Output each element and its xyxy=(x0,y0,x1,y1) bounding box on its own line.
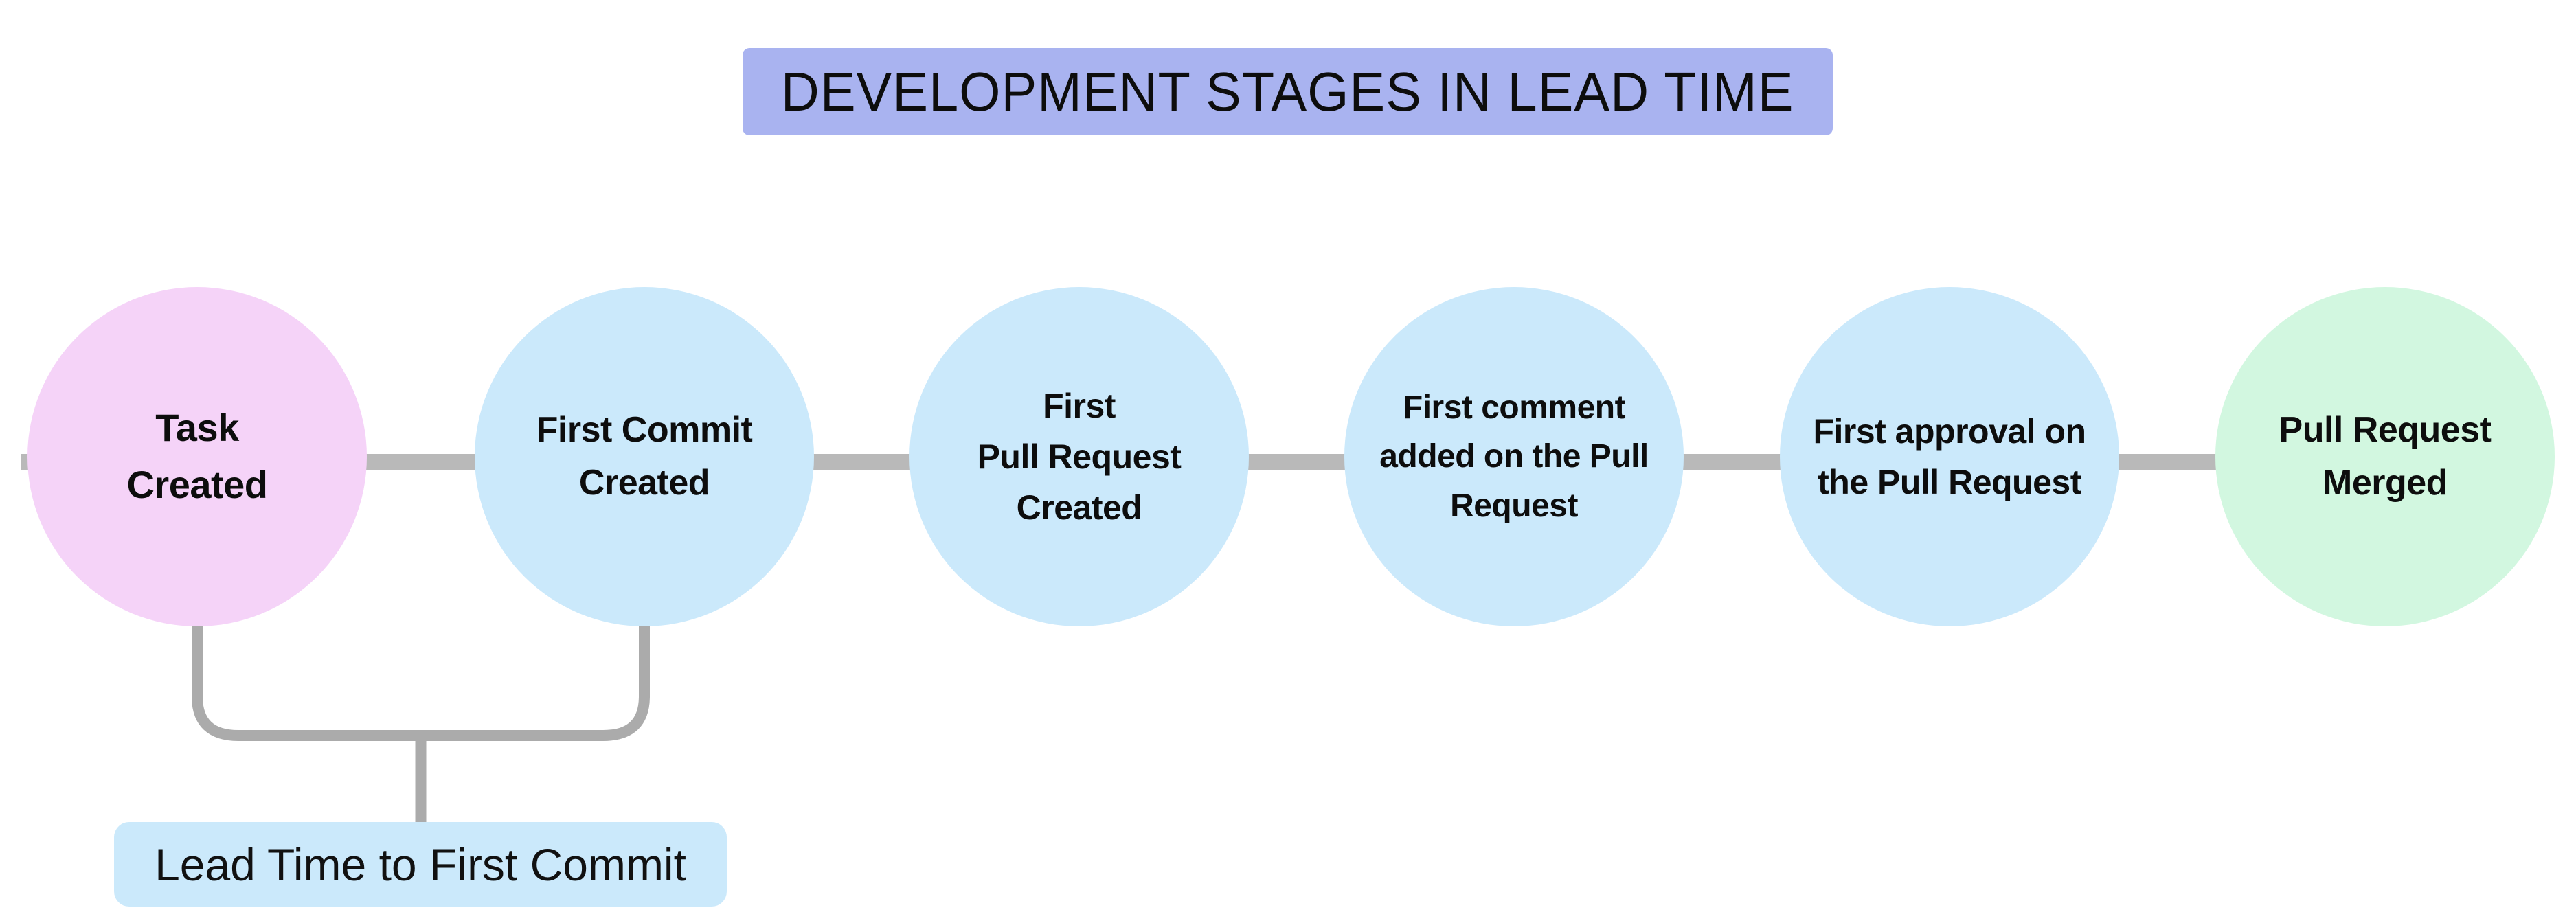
stage-label-line: the Pull Request xyxy=(1818,463,2081,501)
stage-label-line: First xyxy=(1043,387,1116,425)
stage-circle-first-comment-added: First comment added on the Pull Request xyxy=(1344,287,1684,626)
stage-circle-first-commit-created: First Commit Created xyxy=(475,287,814,626)
bracket-u-shape xyxy=(192,622,650,741)
stage-label-line: added on the Pull xyxy=(1379,438,1649,475)
stage-label-line: Created xyxy=(578,463,710,503)
stage-circle-first-approval: First approval on the Pull Request xyxy=(1780,287,2119,626)
lead-time-annotation-box: Lead Time to First Commit xyxy=(114,822,727,907)
lead-time-annotation-label: Lead Time to First Commit xyxy=(155,839,686,890)
stage-circle-first-pull-request-created: First Pull Request Created xyxy=(909,287,1249,626)
stage-label-line: First approval on xyxy=(1813,412,2086,451)
stage-circle-task-created: Task Created xyxy=(27,287,367,626)
stage-label-line: Pull Request xyxy=(2279,410,2492,451)
stage-circle-pull-request-merged: Pull Request Merged xyxy=(2215,287,2555,626)
stage-label-line: Request xyxy=(1450,487,1578,524)
stage-label-line: Merged xyxy=(2323,463,2448,503)
stage-label-line: Created xyxy=(126,463,268,506)
stage-label-line: First Commit xyxy=(536,410,753,451)
diagram-title-banner: DEVELOPMENT STAGES IN LEAD TIME xyxy=(743,48,1833,135)
stage-label-line: Task xyxy=(155,406,239,450)
stage-label-line: Pull Request xyxy=(977,437,1182,476)
diagram-title: DEVELOPMENT STAGES IN LEAD TIME xyxy=(781,60,1794,122)
stage-label-line: First comment xyxy=(1402,389,1626,426)
stage-label-line: Created xyxy=(1016,488,1142,527)
